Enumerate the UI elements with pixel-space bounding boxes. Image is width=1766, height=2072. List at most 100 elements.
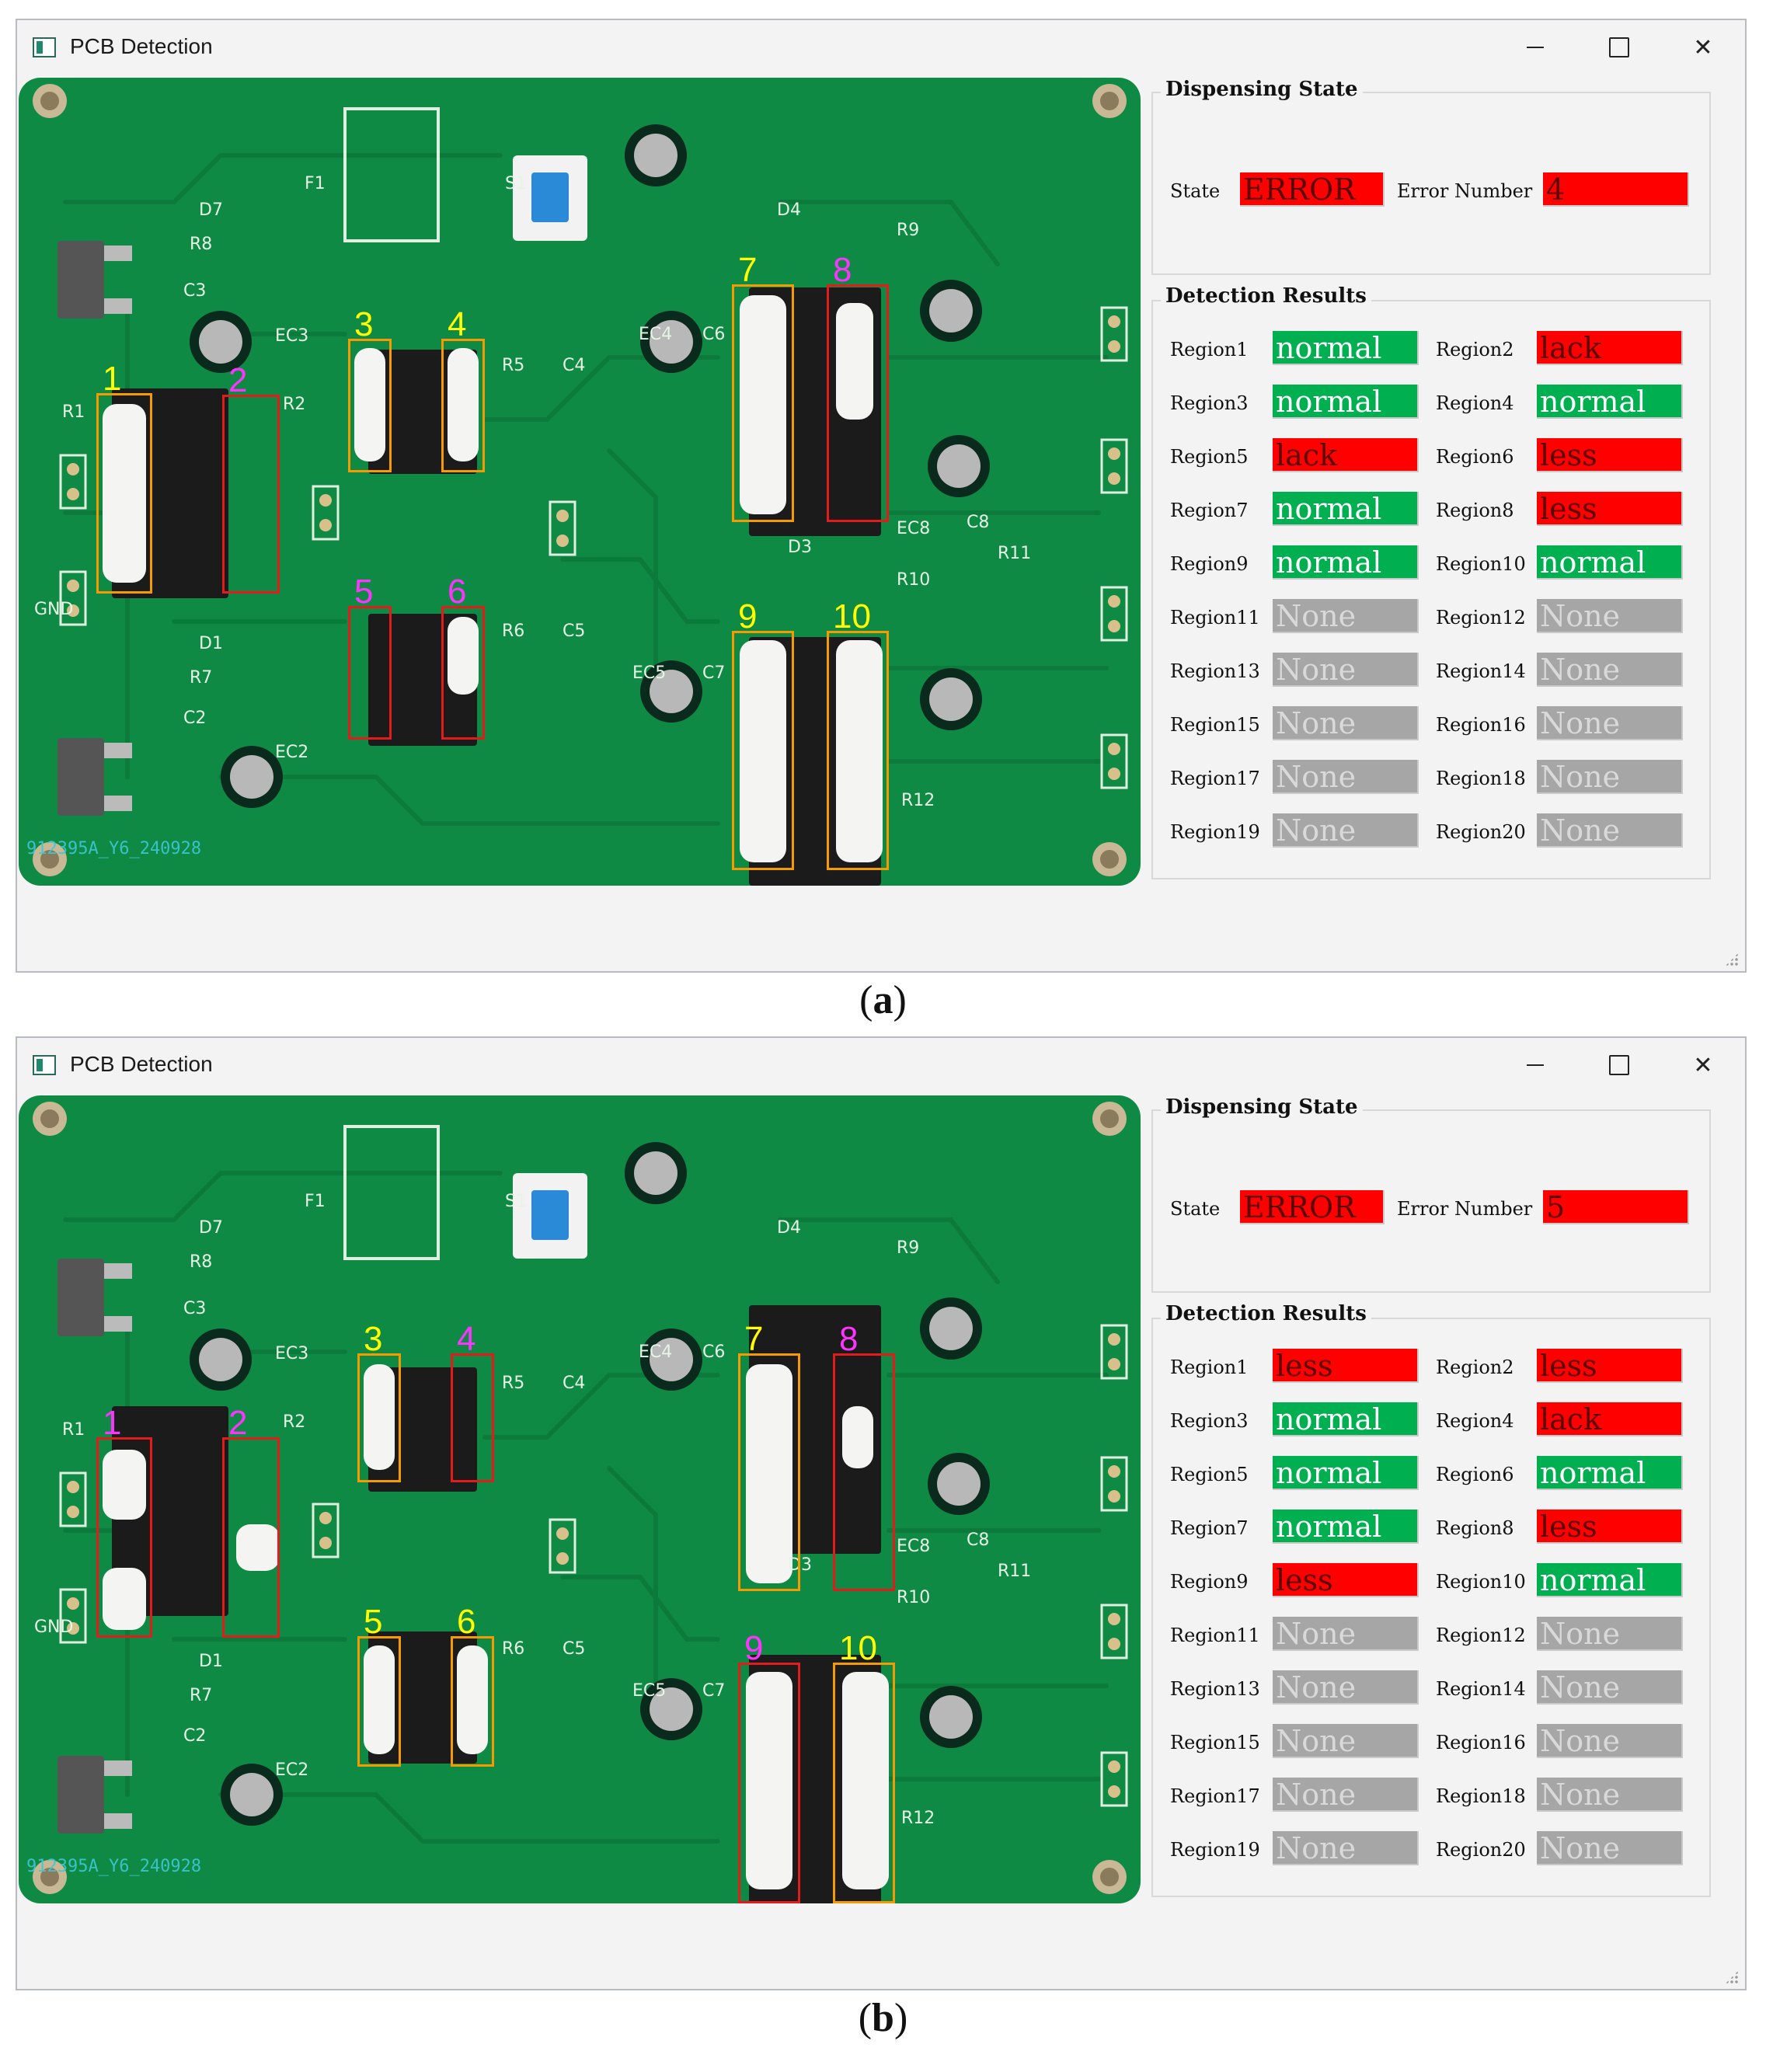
detection-box-5 [357, 1636, 401, 1767]
silkscreen-label: EC3 [275, 1344, 309, 1363]
region-label: Region7 [1170, 1517, 1249, 1539]
region-label: Region9 [1170, 1571, 1249, 1593]
region-label: Region17 [1170, 1785, 1260, 1807]
detection-box-label: 9 [738, 597, 758, 636]
region-result-field: None [1537, 1617, 1683, 1651]
silkscreen-label: R6 [502, 1639, 525, 1659]
detection-results-title: Detection Results [1161, 284, 1371, 308]
region-result-field: normal [1273, 492, 1419, 526]
silkscreen-label: S1 [505, 174, 527, 193]
error-number-field: 5 [1543, 1190, 1689, 1224]
silkscreen-label: D7 [199, 1218, 223, 1238]
detection-box-label: 7 [744, 1320, 764, 1358]
region-result-field: None [1273, 1778, 1419, 1812]
silkscreen-label: C3 [183, 281, 207, 301]
region-label: Region18 [1436, 768, 1526, 789]
app-icon [33, 37, 56, 57]
silkscreen-label: R12 [901, 791, 935, 810]
region-result-field: lack [1537, 331, 1683, 365]
region-result-field: normal [1273, 1402, 1419, 1436]
minimize-button[interactable] [1513, 28, 1557, 67]
region-label: Region1 [1170, 339, 1249, 360]
region-result-field: None [1273, 813, 1419, 848]
region-label: Region7 [1170, 500, 1249, 521]
minimize-icon [1527, 1064, 1544, 1067]
maximize-button[interactable] [1597, 28, 1641, 67]
region-result-field: None [1537, 706, 1683, 740]
detection-box-label: 6 [448, 573, 467, 611]
region-label: Region11 [1170, 607, 1260, 629]
silkscreen-label: R8 [190, 1252, 213, 1272]
silkscreen-label: D4 [777, 200, 801, 220]
window-title: PCB Detection [70, 1052, 213, 1076]
detection-box-label: 5 [354, 573, 374, 611]
detection-box-label: 5 [364, 1603, 383, 1641]
resize-grip-icon[interactable] [1725, 1970, 1739, 1984]
silkscreen-label: R1 [62, 1420, 85, 1440]
minimize-icon [1527, 46, 1544, 49]
silkscreen-label: D3 [788, 538, 812, 557]
silkscreen-label: C6 [702, 325, 726, 344]
close-button[interactable]: ✕ [1681, 28, 1725, 67]
region-result-field: None [1537, 1670, 1683, 1705]
region-label: Region19 [1170, 821, 1260, 843]
region-result-field: less [1273, 1563, 1419, 1597]
detection-box-label: 6 [457, 1603, 476, 1641]
region-result-field: lack [1537, 1402, 1683, 1436]
title-bar: PCB Detection✕ [17, 20, 1745, 76]
detection-box-3 [348, 339, 392, 472]
region-result-field: normal [1537, 1563, 1683, 1597]
detection-box-5 [348, 606, 392, 740]
region-result-field: None [1537, 813, 1683, 848]
region-label: Region3 [1170, 392, 1249, 414]
silkscreen-label: EC4 [639, 325, 673, 344]
state-field: ERROR [1240, 172, 1385, 207]
resize-grip-icon[interactable] [1725, 952, 1739, 966]
silkscreen-label: F1 [305, 174, 326, 193]
region-label: Region8 [1436, 1517, 1514, 1539]
close-button[interactable]: ✕ [1681, 1046, 1725, 1085]
region-result-field: less [1537, 492, 1683, 526]
region-label: Region1 [1170, 1356, 1249, 1378]
region-result-field: None [1273, 1617, 1419, 1651]
detection-box-6 [451, 1636, 494, 1767]
detection-box-label: 9 [744, 1629, 764, 1667]
silkscreen-label: GND [34, 1618, 74, 1637]
figure-caption: (b) [858, 1996, 908, 2040]
region-label: Region10 [1436, 553, 1526, 575]
state-label: State [1170, 1198, 1221, 1220]
silkscreen-label: R1 [62, 402, 85, 422]
detection-box-label: 2 [228, 361, 248, 399]
detection-box-7 [738, 1353, 800, 1591]
region-label: Region15 [1170, 1732, 1260, 1753]
maximize-button[interactable] [1597, 1046, 1641, 1085]
silkscreen-label: EC2 [275, 743, 309, 762]
region-result-field: normal [1273, 385, 1419, 419]
silkscreen-label: R7 [190, 668, 213, 688]
region-result-field: less [1273, 1349, 1419, 1383]
region-result-field: normal [1537, 385, 1683, 419]
dispensing-state-title: Dispensing State [1161, 1095, 1363, 1119]
region-label: Region16 [1436, 714, 1526, 736]
region-label: Region2 [1436, 339, 1514, 360]
caption-letter: a [873, 978, 893, 1022]
detection-box-4 [441, 339, 485, 472]
error-number-label: Error Number [1397, 1198, 1533, 1220]
detection-box-label: 10 [833, 597, 871, 636]
silkscreen-label: EC3 [275, 326, 309, 346]
silkscreen-label: C4 [563, 356, 586, 375]
region-label: Region8 [1436, 500, 1514, 521]
state-label: State [1170, 180, 1221, 202]
region-result-field: normal [1273, 1456, 1419, 1490]
region-result-field: less [1537, 438, 1683, 472]
region-label: Region11 [1170, 1625, 1260, 1646]
detection-box-7 [732, 284, 794, 522]
detection-box-label: 10 [839, 1629, 877, 1667]
region-label: Region20 [1436, 821, 1526, 843]
silkscreen-label: R5 [502, 1374, 525, 1393]
minimize-button[interactable] [1513, 1046, 1557, 1085]
silkscreen-label: C8 [967, 513, 990, 532]
